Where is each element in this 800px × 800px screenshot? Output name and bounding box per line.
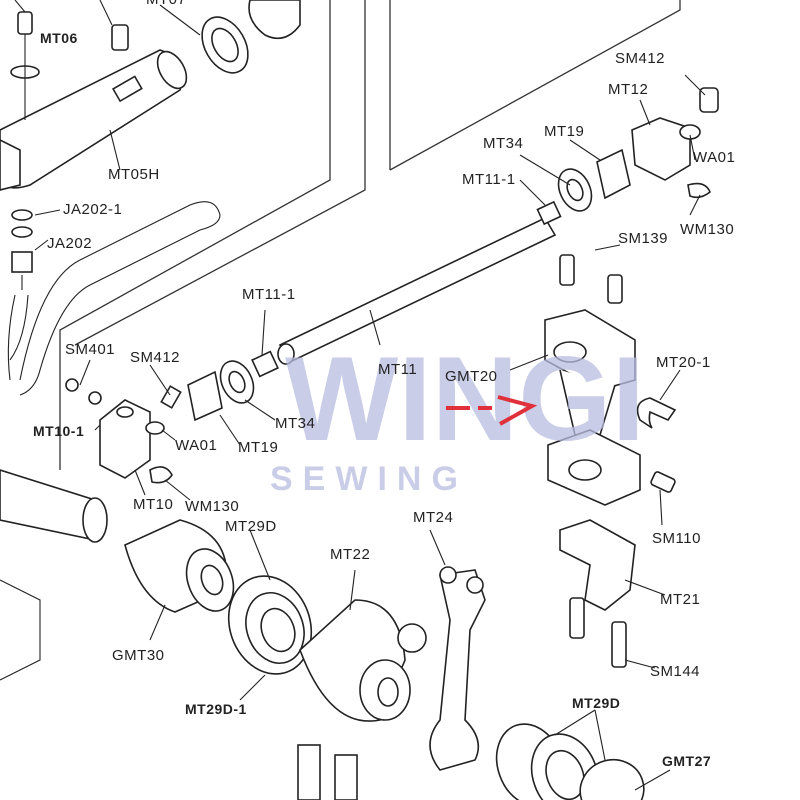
shaft-mt05h: [0, 49, 188, 191]
part-labels: MT07 MT06 MT05H JA202-1 JA202 SM401 SM41…: [33, 0, 735, 769]
label-mt05h: MT05H: [108, 166, 160, 183]
label-sm412-left: SM412: [130, 349, 180, 366]
watermark-logo: WINGI: [285, 332, 645, 466]
label-mt34-left: MT34: [275, 415, 315, 432]
label-ja202-1: JA202-1: [63, 201, 122, 218]
label-sm144: SM144: [650, 663, 700, 680]
label-mt22: MT22: [330, 546, 370, 563]
label-mt06: MT06: [40, 30, 78, 46]
hose: [19, 201, 221, 396]
label-mt20-1: MT20-1: [656, 354, 711, 371]
label-mt24: MT24: [413, 509, 453, 526]
label-wa01-left: WA01: [175, 437, 217, 454]
label-wa01-right: WA01: [693, 149, 735, 166]
label-mt10: MT10: [133, 496, 173, 513]
label-mt11-1-left: MT11-1: [242, 286, 296, 303]
label-mt21: MT21: [660, 591, 700, 608]
watermark: WINGI SEWING: [270, 332, 645, 498]
label-sm139: SM139: [618, 230, 668, 247]
label-gmt20: GMT20: [445, 368, 498, 385]
label-mt10-1: MT10-1: [33, 423, 84, 439]
screw-sm110: [650, 471, 676, 493]
watermark-text: SEWING: [270, 460, 468, 498]
bearing-mt29d-lower: [495, 723, 645, 800]
label-mt11-1-right: MT11-1: [462, 171, 516, 188]
screw-mt06: [10, 11, 129, 120]
label-mt34-right: MT34: [483, 135, 523, 152]
eccentric-mt22: [297, 599, 427, 800]
rod-mt11: [277, 200, 562, 365]
leader-lines: [14, 0, 706, 791]
connecting-rod-mt24: [429, 566, 486, 771]
label-mt29d-1: MT29D-1: [185, 701, 247, 717]
label-wm130-left: WM130: [185, 498, 239, 515]
label-ja202: JA202: [47, 235, 92, 252]
label-mt07: MT07: [146, 0, 186, 8]
bearing-mt29d: [227, 575, 313, 675]
pin-mt20-1: [636, 397, 677, 429]
rod-gmt20: [544, 254, 641, 506]
washers-ja202: [7, 209, 33, 381]
label-mt29d-lower: MT29D: [572, 695, 620, 711]
red-arrow: [446, 395, 538, 426]
label-sm401: SM401: [65, 341, 115, 358]
label-mt19-left: MT19: [238, 439, 278, 456]
block-mt12: [557, 87, 719, 212]
shaft-lower: [0, 469, 235, 613]
block-mt10: [65, 378, 182, 484]
washer-mt07: [201, 0, 301, 74]
bracket-mt21: [559, 519, 636, 668]
label-gmt27: GMT27: [662, 753, 711, 769]
label-mt12: MT12: [608, 81, 648, 98]
label-mt19-right: MT19: [544, 123, 584, 140]
label-mt29d-upper: MT29D: [225, 518, 277, 535]
label-sm110: SM110: [652, 530, 701, 547]
label-wm130-right: WM130: [680, 221, 734, 238]
label-mt11: MT11: [378, 361, 417, 378]
plate-mt19-left: [187, 350, 279, 422]
label-sm412-right: SM412: [615, 50, 665, 67]
label-gmt30: GMT30: [112, 647, 165, 664]
